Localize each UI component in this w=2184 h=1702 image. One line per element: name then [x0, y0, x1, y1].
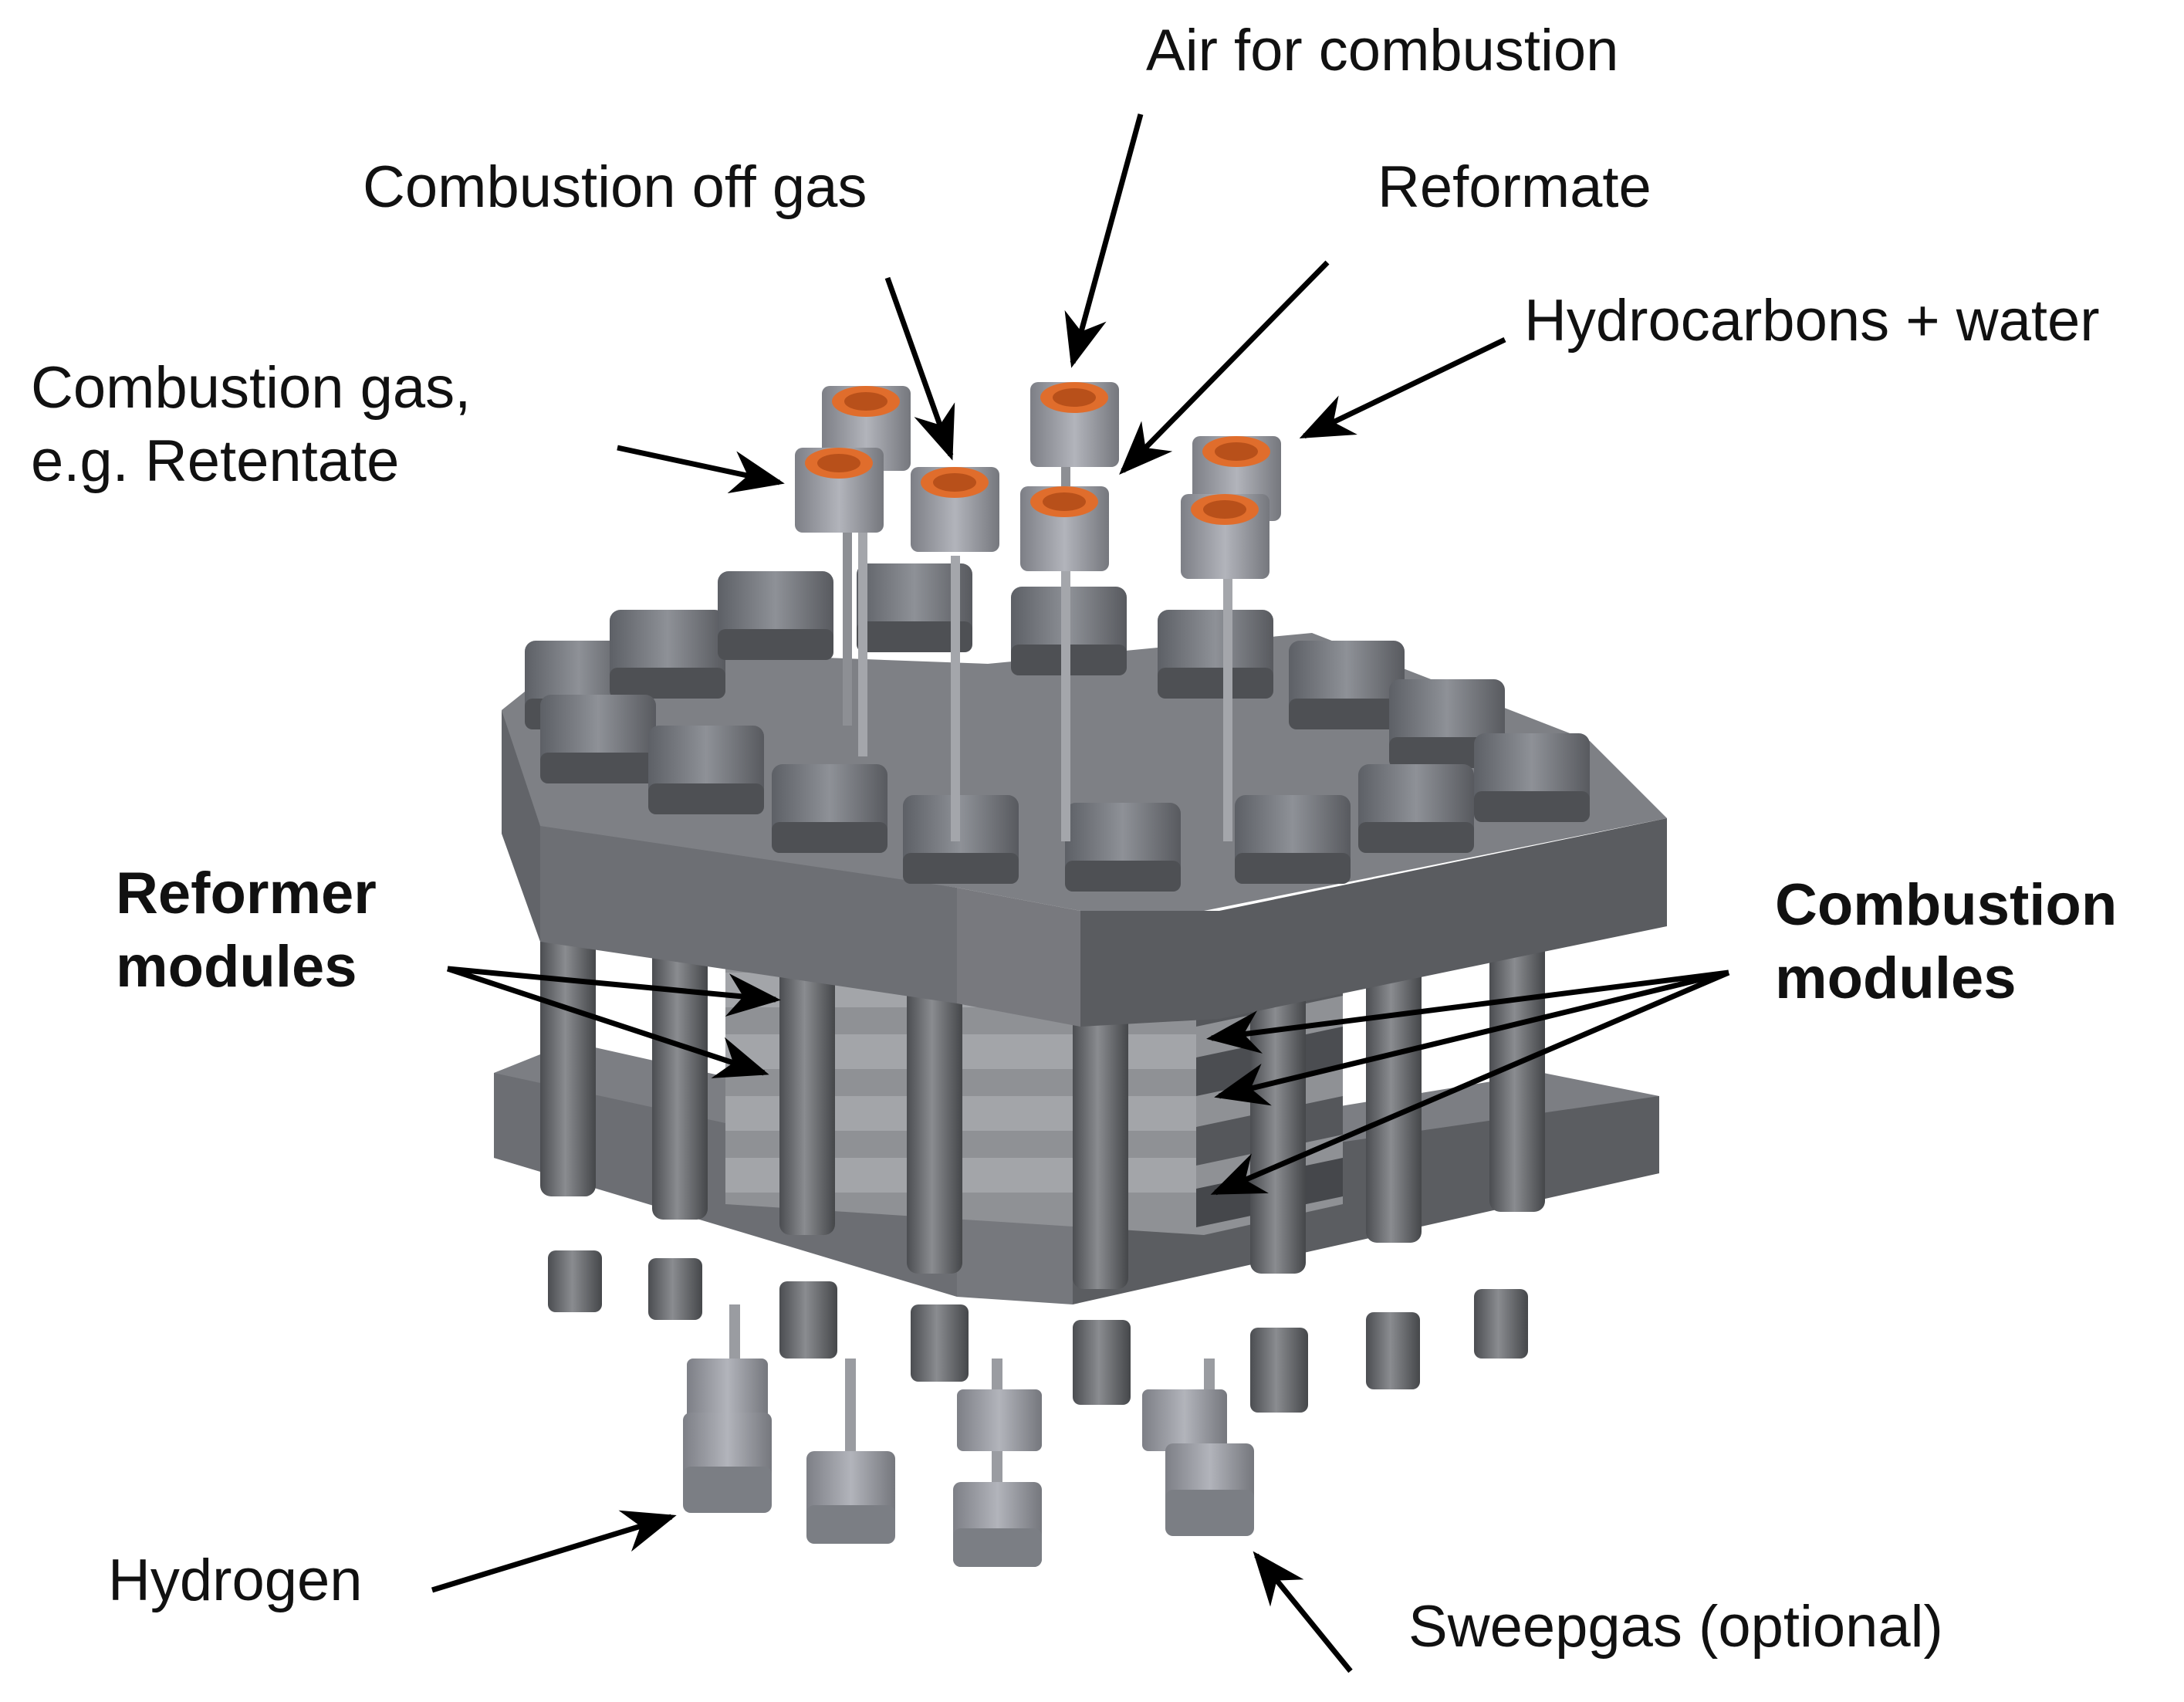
label-combustion-off-gas: Combustion off gas [363, 154, 867, 220]
label-sweepgas: Sweepgas (optional) [1408, 1594, 1943, 1660]
top-fittings [795, 382, 1281, 841]
label-combustion-modules-line2: modules [1775, 946, 2017, 1011]
label-hydrocarbons-water: Hydrocarbons + water [1524, 288, 2100, 354]
arrow-sweepgas [1253, 1551, 1353, 1673]
label-combustion-modules-line1: Combustion [1775, 872, 2118, 938]
arrow-combustion-modules-2 [1214, 969, 1729, 1106]
label-hydrogen: Hydrogen [108, 1548, 363, 1613]
arrow-combustion-modules-1 [1206, 969, 1729, 1054]
arrow-reformer-modules-1 [447, 966, 781, 1017]
label-air-for-combustion: Air for combustion [1146, 18, 1619, 83]
arrow-combustion-modules-3 [1210, 969, 1730, 1196]
arrow-combustion-off-gas [884, 276, 955, 461]
label-combustion-gas-line2: e.g. Retentate [31, 428, 400, 494]
top-bolts [525, 563, 1590, 892]
arrow-reformer-modules-2 [446, 966, 769, 1078]
arrow-air-for-combustion [1064, 113, 1144, 368]
callout-arrows [431, 113, 1730, 1673]
arrow-hydrocarbons-water [1299, 337, 1506, 439]
arrow-reformate [1119, 260, 1330, 475]
bottom-fittings [683, 1304, 1254, 1567]
label-reformate: Reformate [1378, 154, 1652, 220]
tie-rods [540, 872, 1545, 1289]
arrow-combustion-gas [617, 445, 785, 494]
bottom-bolt-stubs [548, 1250, 1528, 1413]
label-reformer-modules-line1: Reformer [116, 861, 377, 926]
arrow-hydrogen [431, 1510, 677, 1593]
label-combustion-gas-line1: Combustion gas, [31, 355, 472, 421]
label-reformer-modules-line2: modules [116, 934, 357, 1000]
